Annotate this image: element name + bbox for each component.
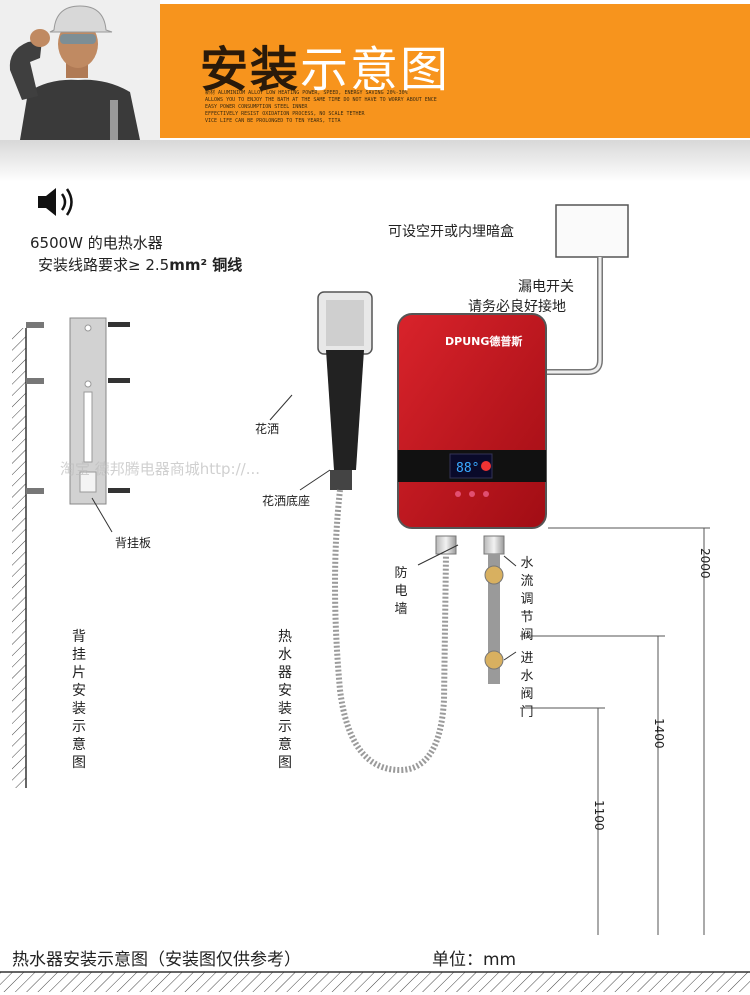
wire-spec: 安装线路要求≥ 2.5mm² 铜线	[38, 254, 242, 275]
shower-hose	[332, 489, 449, 774]
anti-shock-wall-label: 防电墙	[394, 566, 408, 617]
header-orange-band	[145, 4, 750, 138]
svg-text:88°: 88°	[456, 461, 479, 476]
fine-print-line: ALLOWS YOU TO ENJOY THE BATH AT THE SAME…	[205, 97, 437, 103]
brand-logo: DPUNG德普斯	[445, 335, 523, 348]
inlet-valve-label: 进水阀门	[520, 651, 534, 720]
back-plate-drawing	[69, 317, 113, 533]
fine-print-line: EASY POWER CONSUMPTION STEEL INNER	[205, 104, 308, 110]
socket-box-label: 可设空开或内埋暗盒	[388, 224, 514, 240]
socket-box	[545, 204, 629, 375]
grounding-label: 请务必良好接地	[468, 299, 566, 315]
height-1100: 1100	[592, 800, 606, 831]
wire-spec-text: 安装线路要求≥ 2.5	[38, 256, 170, 274]
back-plate-caption: 背挂片安装示意图	[72, 629, 86, 771]
header-shadow	[0, 140, 750, 182]
header-banner: 安装示意图 新材 ALUMINIUM ALLOY LOW HEATING POW…	[0, 0, 750, 140]
floor-hatching	[0, 972, 750, 992]
footer-title: 热水器安装示意图（安装图仅供参考）	[12, 950, 301, 970]
power-spec: 6500W 的电热水器	[30, 234, 163, 252]
fine-print: 新材 ALUMINIUM ALLOY LOW HEATING POWER, SP…	[205, 90, 437, 125]
wire-spec-unit: mm² 铜线	[169, 256, 243, 274]
height-2000: 2000	[698, 548, 712, 579]
shower-head-drawing	[269, 291, 373, 491]
water-heater: 88°	[397, 313, 547, 529]
flow-valve-label: 水流调节阀	[520, 556, 534, 643]
worker-image	[0, 0, 160, 140]
fine-print-line: EFFECTIVELY RESIST OXIDATION PROCESS, NO…	[205, 111, 365, 117]
wall-hatching-left	[12, 328, 26, 788]
height-1400: 1400	[652, 718, 666, 749]
leakage-switch-label: 漏电开关	[518, 279, 574, 295]
back-plate-label: 背挂板	[115, 536, 152, 550]
watermark: 淘宝 德邦腾电器商城http://...	[60, 460, 261, 478]
fine-print-line: VICE LIFE CAN BE PROLONGED TO TEN YEARS,…	[205, 118, 341, 124]
speaker-icon	[38, 188, 73, 216]
dimension-lines	[520, 527, 710, 935]
pipe-fittings	[417, 535, 517, 684]
title-light: 示意图	[300, 42, 451, 98]
heater-caption: 热水器安装示意图	[278, 629, 292, 771]
screw-icon	[26, 322, 130, 494]
title-bold: 安装	[200, 42, 301, 98]
shower-base-label: 花洒底座	[262, 494, 311, 508]
fine-print-line: 新材 ALUMINIUM ALLOY LOW HEATING POWER, SP…	[205, 90, 408, 96]
shower-head-label: 花洒	[255, 422, 280, 436]
page-title: 安装示意图	[200, 30, 450, 100]
footer-unit: 单位：mm	[432, 950, 517, 970]
